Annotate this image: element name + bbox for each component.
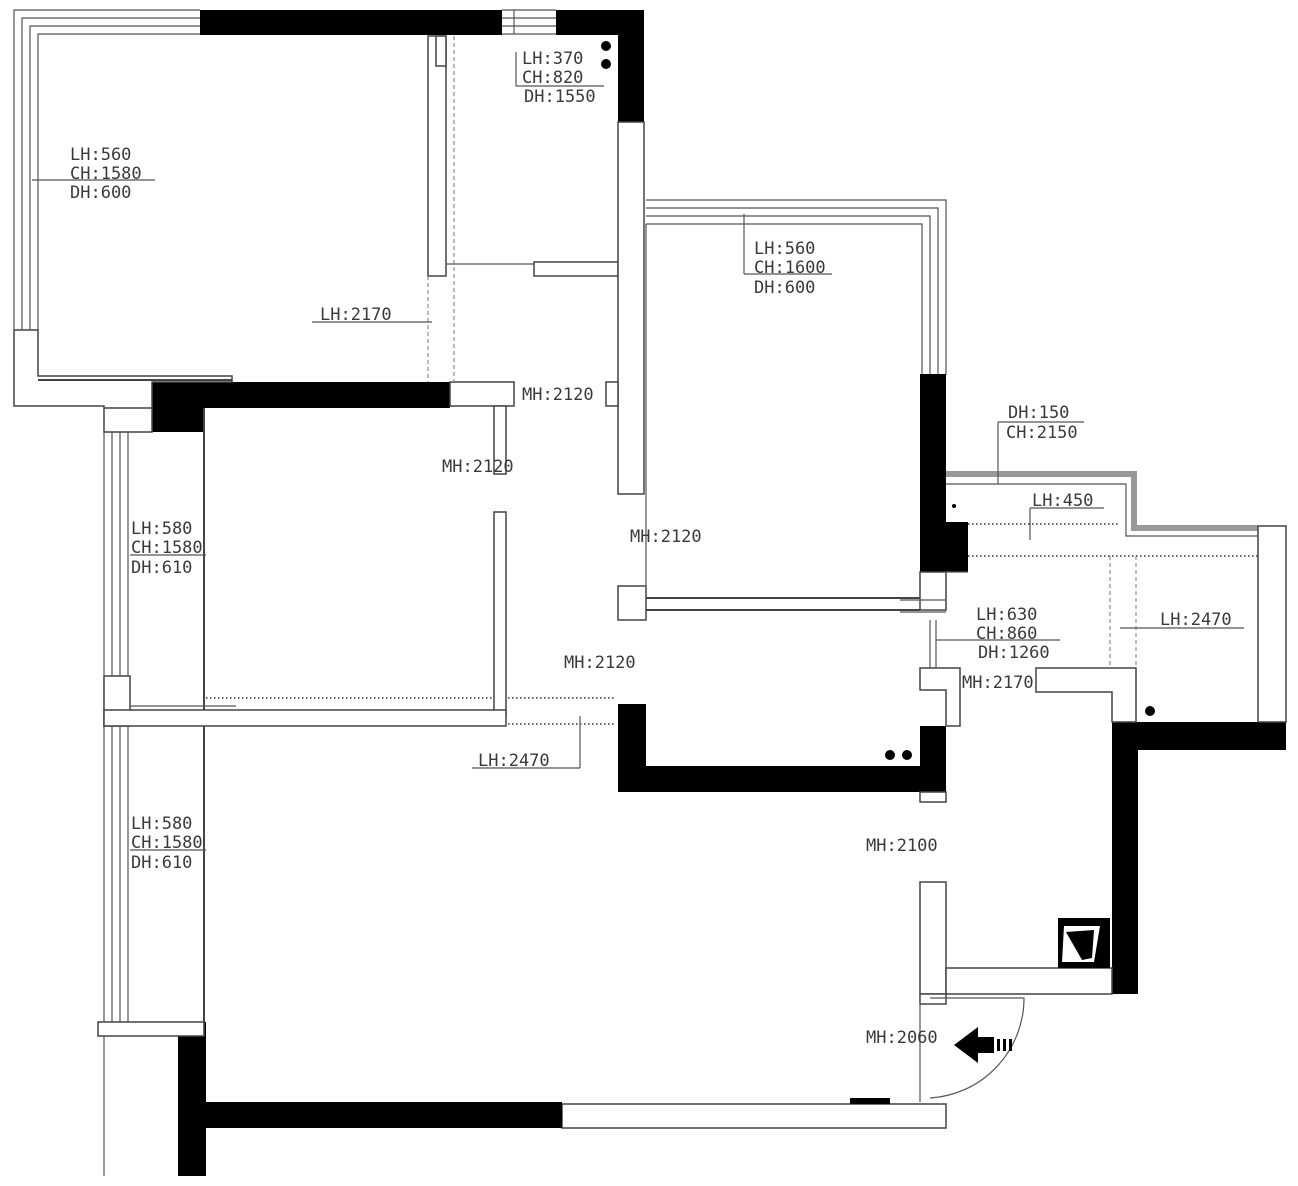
- label-lh-450: LH:450: [1032, 491, 1093, 511]
- arrow-left-icon: [954, 1027, 1012, 1063]
- label-room-tr-3: DH:600: [754, 278, 815, 298]
- label-room-left1-2: CH:1580: [131, 538, 203, 558]
- label-lh-2470-b: LH:2470: [1160, 610, 1232, 630]
- label-bath-1: LH:630: [976, 605, 1037, 625]
- label-room-tr-1: LH:560: [754, 239, 815, 259]
- structural-walls: [152, 10, 1286, 1176]
- label-lh-2170: LH:2170: [320, 305, 392, 325]
- label-room-tl-3: DH:600: [70, 183, 131, 203]
- label-room-left2-3: DH:610: [131, 853, 192, 873]
- label-balcony-2: CH:2150: [1006, 423, 1078, 443]
- label-mh-2120-c: MH:2120: [630, 527, 702, 547]
- dots-icon: [601, 41, 1155, 760]
- label-room-tm-1: LH:370: [522, 49, 583, 69]
- label-room-tl-1: LH:560: [70, 145, 131, 165]
- label-room-left2-2: CH:1580: [131, 833, 203, 853]
- label-room-tm-2: CH:820: [522, 68, 583, 88]
- label-bath-2: CH:860: [976, 624, 1037, 644]
- label-room-left1-3: DH:610: [131, 558, 192, 578]
- partition-walls: [13, 35, 1287, 1104]
- label-room-tm-3: DH:1550: [524, 87, 596, 107]
- label-room-left2-1: LH:580: [131, 814, 192, 834]
- dimension-labels: LH:560 CH:1580 DH:600 LH:370 CH:820 DH:1…: [70, 49, 1232, 1048]
- label-mh-2170: MH:2170: [962, 673, 1034, 693]
- label-mh-2120-b: MH:2120: [442, 457, 514, 477]
- label-room-tr-2: CH:1600: [754, 258, 826, 278]
- label-mh-2060: MH:2060: [866, 1028, 938, 1048]
- label-room-tl-2: CH:1580: [70, 164, 142, 184]
- label-mh-2100: MH:2100: [866, 836, 938, 856]
- label-mh-2120-a: MH:2120: [522, 385, 594, 405]
- label-room-left1-1: LH:580: [131, 519, 192, 539]
- label-bath-3: DH:1260: [978, 643, 1050, 663]
- window-frames: [13, 9, 1258, 1176]
- dimension-leaders: [32, 52, 1244, 851]
- label-mh-2120-d: MH:2120: [564, 653, 636, 673]
- label-lh-2470-a: LH:2470: [478, 751, 550, 771]
- label-balcony-1: DH:150: [1008, 403, 1069, 423]
